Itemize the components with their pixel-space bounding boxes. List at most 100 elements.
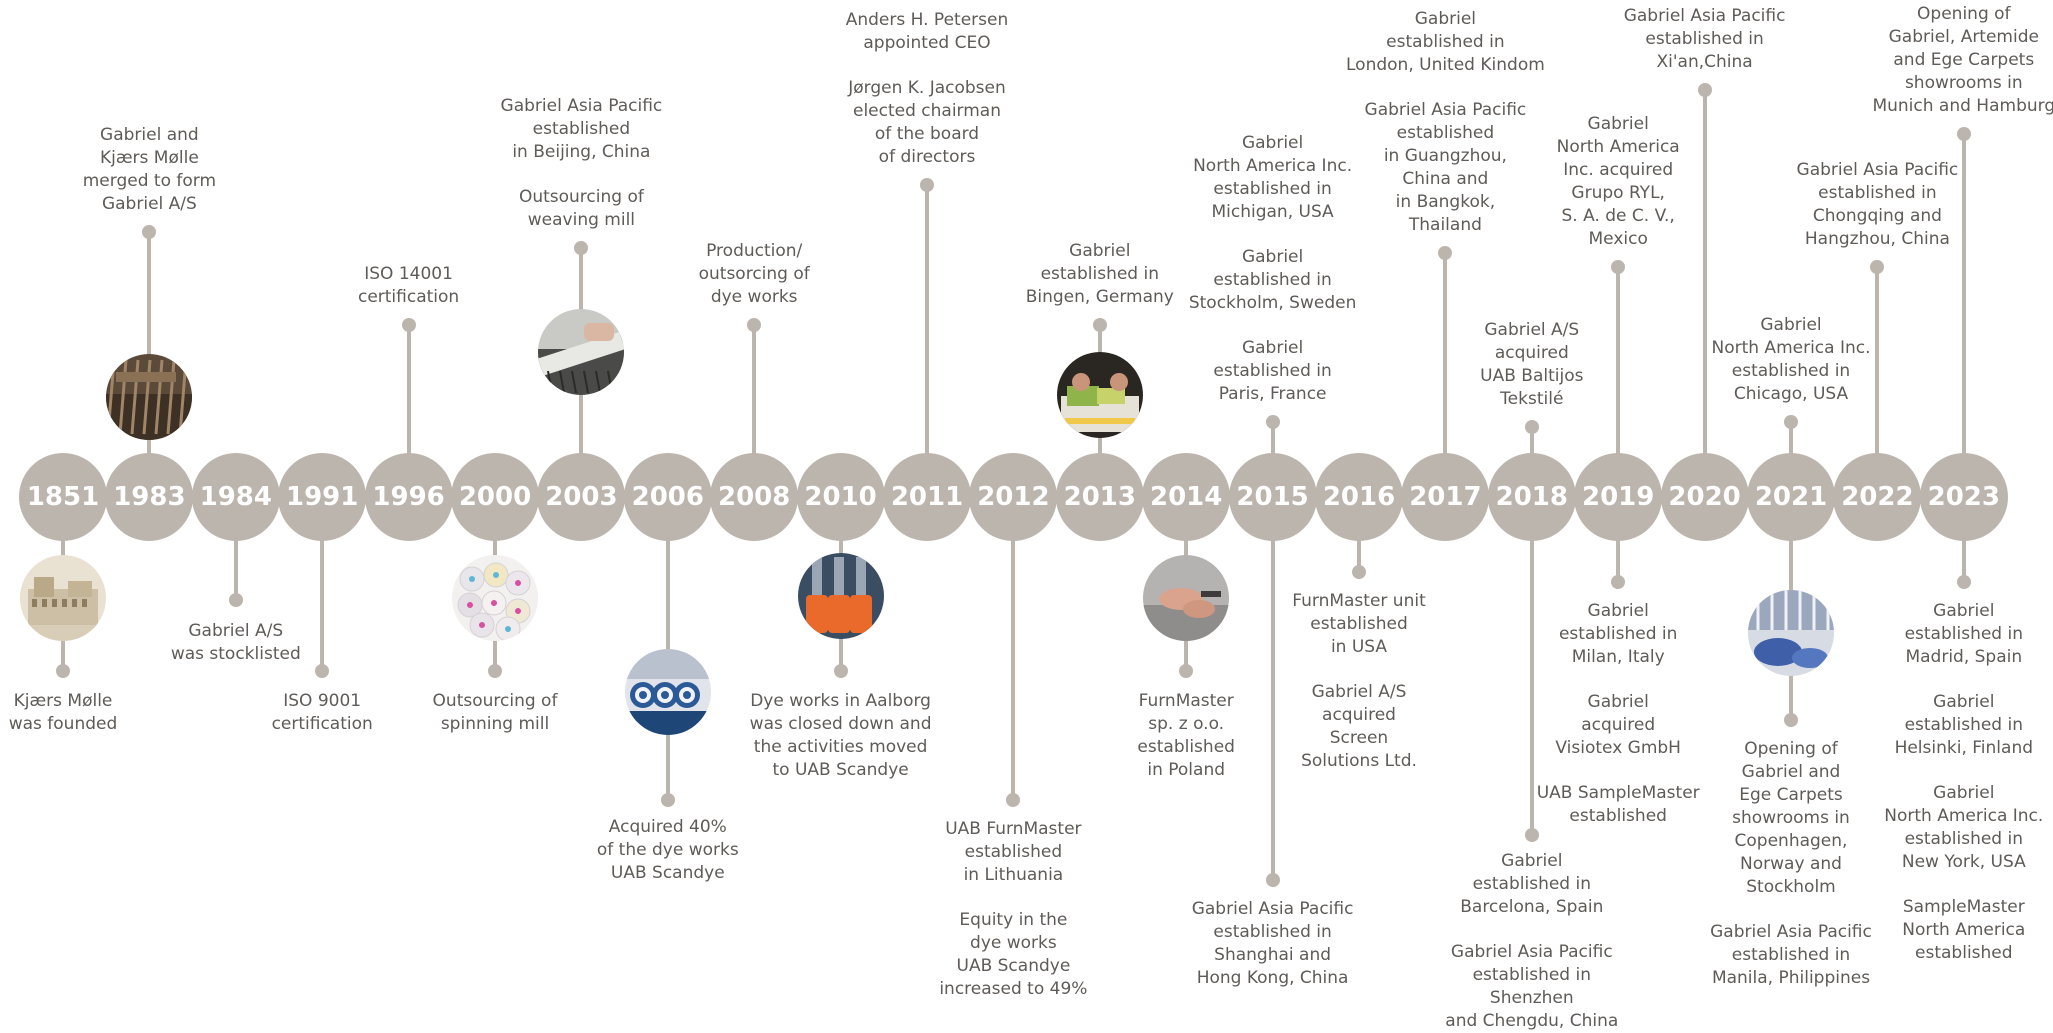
event-text: Gabriel established in Paris, France	[1213, 338, 1332, 404]
stem-above-1996	[406, 325, 411, 455]
company-timeline: Kjærs Mølle was founded 1851 Gabriel and …	[0, 4, 2053, 1031]
event-label-below-2015: Gabriel Asia Pacific established in Shan…	[1173, 898, 1373, 990]
stem-above-2008	[752, 325, 757, 455]
blue-bobbins-photo	[624, 649, 711, 735]
dot-below-2010	[833, 664, 848, 678]
event-label-above-1996: ISO 14001 certification	[309, 263, 509, 309]
event-label-below-2021: Opening of Gabriel and Ege Carpets showr…	[1691, 738, 1891, 990]
event-label-above-2017: Gabriel established in London, United Ki…	[1345, 8, 1545, 237]
dot-above-2011	[920, 178, 934, 192]
event-text: Gabriel established in Milan, Italy	[1558, 601, 1678, 667]
year-circle-2014: 2014	[1142, 453, 1231, 541]
upholstery-work-photo	[1143, 555, 1230, 641]
event-text: Opening of Gabriel and Ege Carpets showr…	[1732, 739, 1850, 897]
event-text: ISO 9001 certification	[271, 691, 373, 734]
year-circle-2017: 2017	[1401, 453, 1490, 541]
event-text: Anders H. Petersen appointed CEO	[845, 10, 1009, 53]
stem-above-2022	[1875, 267, 1880, 455]
stem-below-2012	[1011, 539, 1016, 800]
dot-below-2014	[1179, 664, 1194, 678]
stem-below-2018	[1529, 539, 1534, 835]
event-text: Dye works in Aalborg was closed down and…	[749, 691, 932, 780]
stem-below-2019	[1616, 539, 1621, 582]
event-label-above-2003: Gabriel Asia Pacific established in Beij…	[481, 95, 681, 232]
stem-above-2021	[1789, 422, 1793, 455]
event-text: Gabriel Asia Pacific established in Guan…	[1364, 100, 1527, 235]
event-label-above-2008: Production/ outsorcing of dye works	[654, 240, 854, 309]
dot-above-1983	[142, 225, 157, 239]
dot-above-2013	[1092, 318, 1107, 332]
event-text: UAB SampleMaster established	[1536, 783, 1700, 826]
event-text: Outsourcing of spinning mill	[432, 691, 558, 734]
year-circle-1851: 1851	[19, 453, 107, 541]
event-text: Gabriel established in London, United Ki…	[1346, 9, 1545, 75]
event-label-above-2021: Gabriel North America Inc. established i…	[1691, 314, 1891, 406]
dot-below-2015	[1265, 873, 1280, 887]
event-text: Gabriel A/S acquired UAB Baltijos Teksti…	[1480, 320, 1584, 409]
dot-above-2008	[747, 318, 762, 332]
dot-above-2018	[1524, 420, 1539, 434]
dot-above-2022	[1870, 260, 1885, 274]
event-text: Gabriel and Kjærs Mølle merged to form G…	[82, 125, 217, 214]
event-text: Gabriel Asia Pacific established in Shen…	[1445, 942, 1619, 1031]
event-label-below-1984: Gabriel A/S was stocklisted	[136, 620, 336, 666]
event-text: Gabriel established in Stockholm, Sweden	[1188, 247, 1357, 313]
year-circle-2003: 2003	[537, 453, 626, 541]
event-text: FurnMaster unit established in USA	[1292, 591, 1426, 657]
year-circle-1991: 1991	[278, 453, 367, 541]
event-text: Gabriel North America Inc. acquired Grup…	[1556, 114, 1680, 249]
stem-above-1983	[147, 232, 152, 455]
event-label-below-2006: Acquired 40% of the dye works UAB Scandy…	[568, 816, 768, 885]
year-circle-2000: 2000	[451, 453, 539, 541]
dot-above-2003	[574, 241, 589, 255]
year-circle-2020: 2020	[1660, 453, 1749, 541]
year-circle-2022: 2022	[1833, 453, 1922, 541]
year-circle-2012: 2012	[969, 453, 1058, 541]
dot-below-1984	[228, 593, 243, 607]
event-label-below-1991: ISO 9001 certification	[222, 690, 422, 736]
event-text: Outsourcing of weaving mill	[518, 187, 644, 230]
stem-below-1991	[320, 539, 325, 671]
dot-above-2019	[1611, 260, 1626, 274]
year-circle-2010: 2010	[796, 453, 885, 541]
event-text: Gabriel established in Helsinki, Finland	[1894, 692, 2034, 758]
event-text: Gabriel acquired Visiotex GmbH	[1555, 692, 1681, 758]
event-label-below-2010: Dye works in Aalborg was closed down and…	[741, 690, 941, 782]
event-text: Jørgen K. Jacobsen elected chairman of t…	[848, 78, 1006, 167]
stem-below-1984	[233, 539, 238, 600]
event-text: Opening of Gabriel, Artemide and Ege Car…	[1872, 4, 2053, 116]
dot-above-2020	[1697, 83, 1712, 97]
dot-below-2016	[1352, 565, 1366, 579]
stem-above-2015	[1270, 422, 1275, 455]
stem-above-2018	[1529, 427, 1534, 455]
year-circle-2006: 2006	[623, 453, 712, 541]
historic-factory-photo	[20, 555, 106, 641]
dot-above-2021	[1784, 415, 1798, 429]
year-circle-2021: 2021	[1747, 453, 1835, 541]
year-circle-2015: 2015	[1228, 453, 1317, 541]
event-label-above-2020: Gabriel Asia Pacific established in Xi'a…	[1605, 5, 1805, 74]
yarn-spools-photo	[452, 555, 538, 641]
year-circle-1996: 1996	[364, 453, 453, 541]
dot-below-2021	[1784, 713, 1798, 727]
event-text: Gabriel North America Inc. established i…	[1711, 315, 1871, 404]
dot-below-2019	[1611, 575, 1626, 589]
event-label-below-2000: Outsourcing of spinning mill	[395, 690, 595, 736]
event-text: Gabriel established in Madrid, Spain	[1904, 601, 2023, 667]
dot-below-1851	[56, 664, 70, 678]
event-label-below-1851: Kjærs Mølle was founded	[0, 690, 163, 736]
year-circle-2016: 2016	[1315, 453, 1403, 541]
event-text: Gabriel Asia Pacific established in Shan…	[1191, 899, 1354, 988]
event-text: Gabriel established in Barcelona, Spain	[1460, 851, 1604, 917]
dot-above-2017	[1438, 246, 1453, 260]
event-label-above-2022: Gabriel Asia Pacific established in Chon…	[1777, 159, 1977, 251]
dot-above-2015	[1265, 415, 1280, 429]
stem-below-2016	[1357, 539, 1361, 572]
event-text: FurnMaster sp. z o.o. established in Pol…	[1137, 691, 1235, 780]
event-text: Kjærs Mølle was founded	[8, 691, 118, 734]
showroom-photo	[1748, 590, 1834, 676]
event-text: Gabriel established in Bingen, Germany	[1025, 241, 1174, 307]
stem-above-2011	[925, 185, 929, 455]
